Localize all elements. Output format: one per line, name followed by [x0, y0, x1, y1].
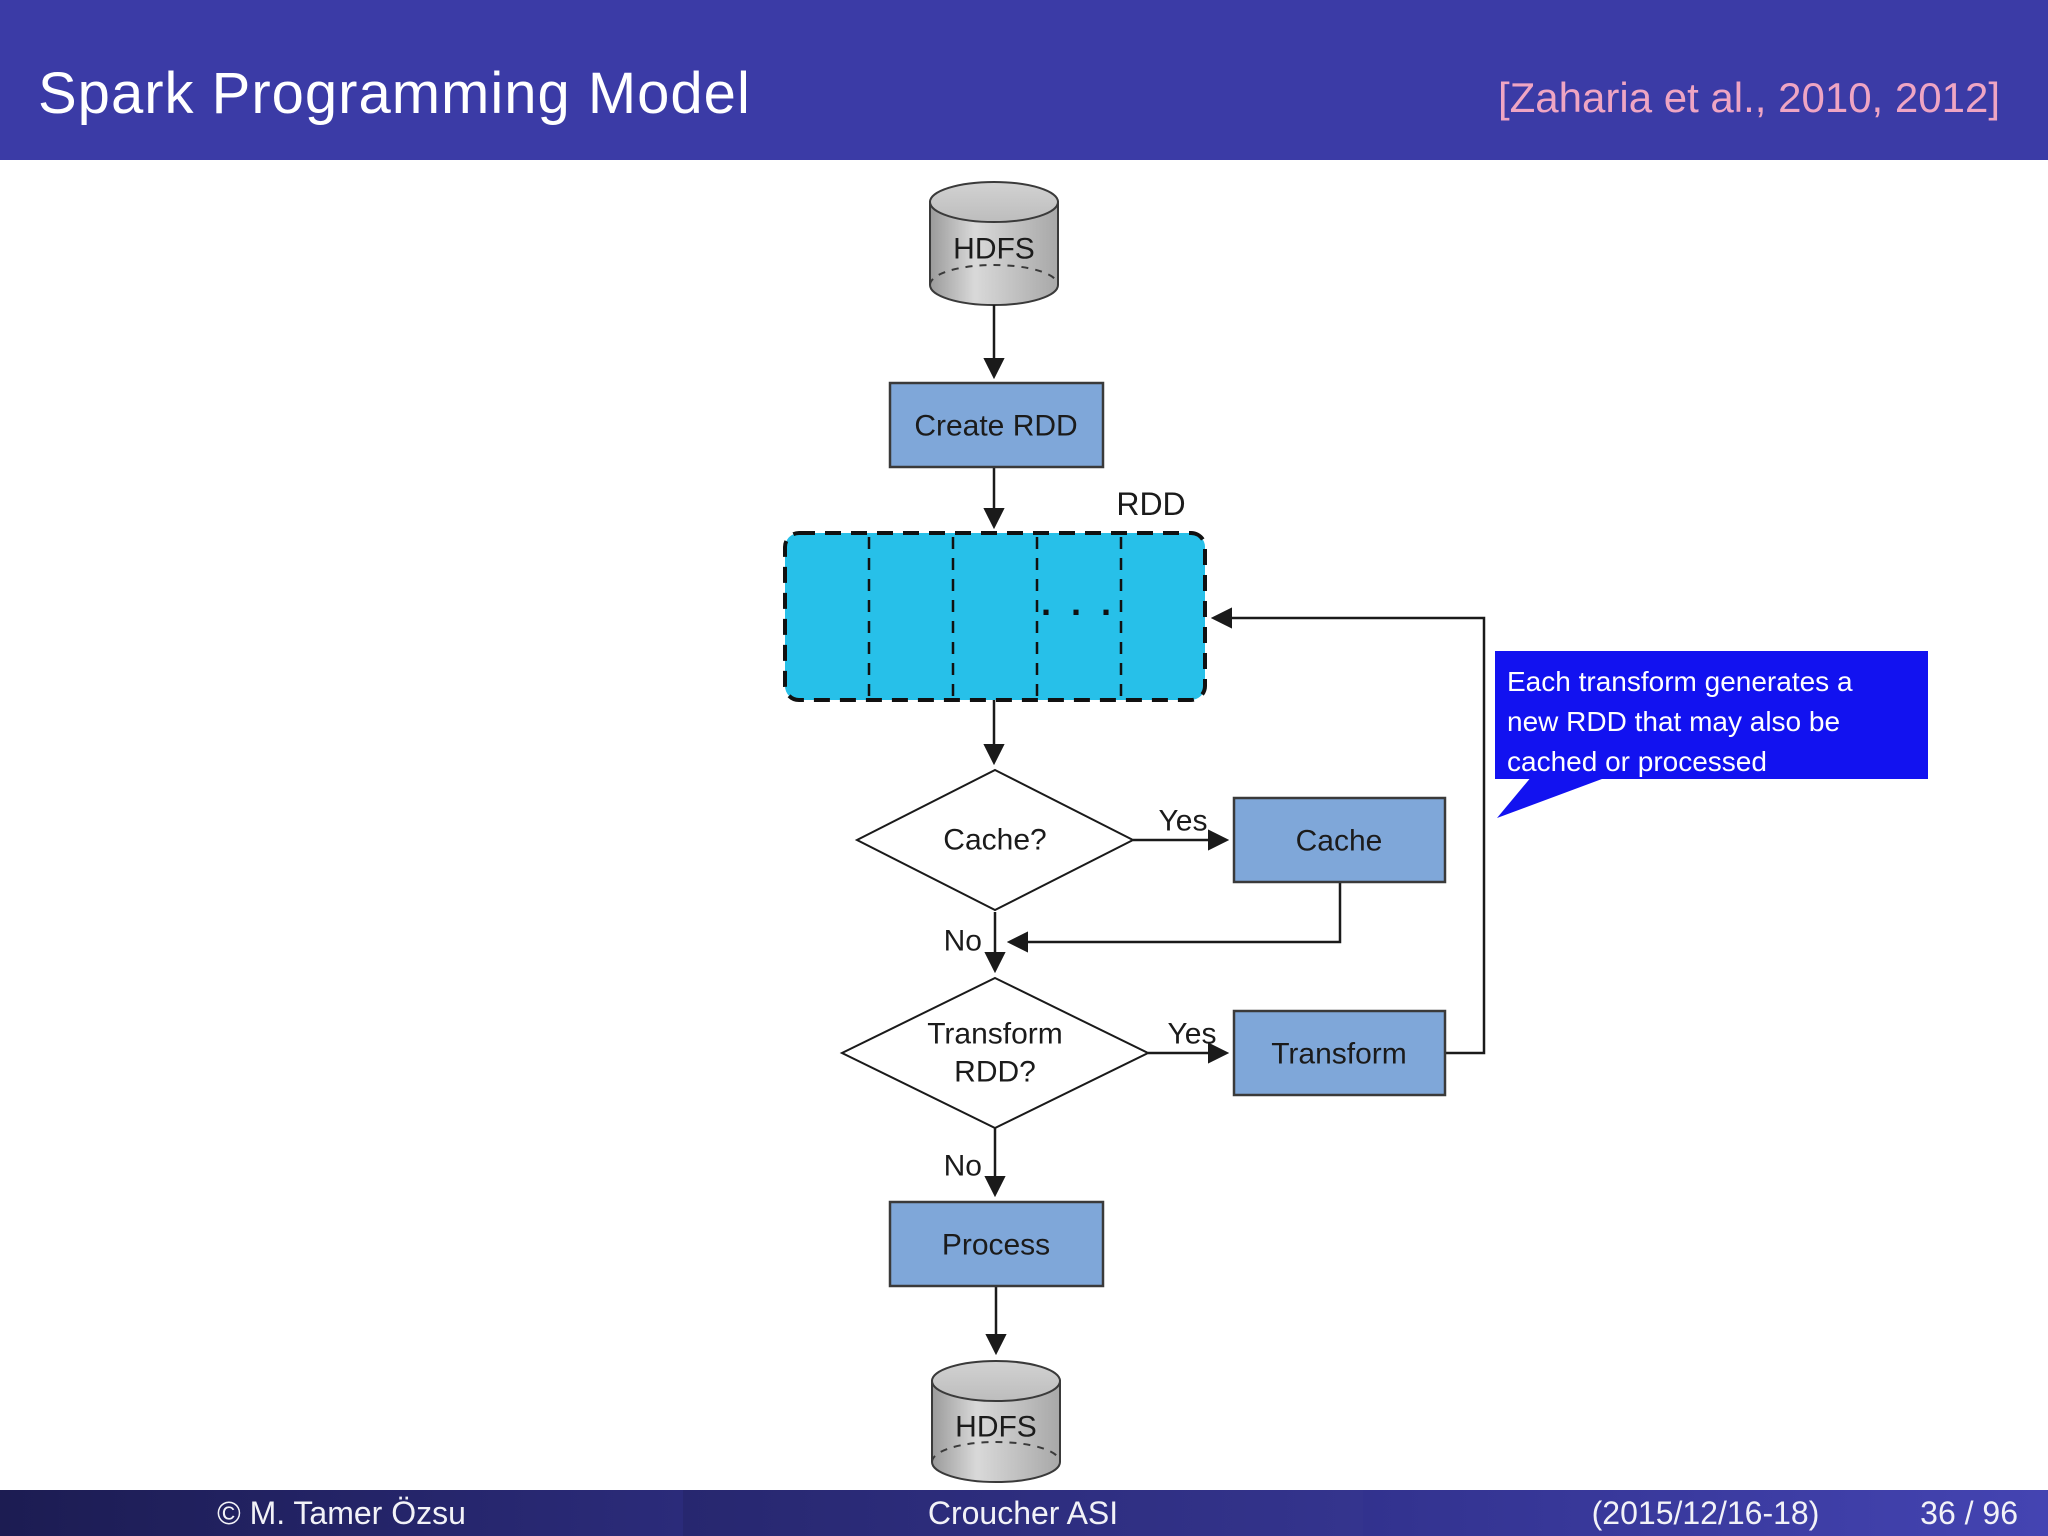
callout-text-line2: new RDD that may also be — [1507, 706, 1840, 737]
hdfs-bottom-label: HDFS — [955, 1411, 1037, 1444]
footer-date: (2015/12/16-18) — [1591, 1495, 1820, 1531]
hdfs-top-label: HDFS — [953, 233, 1035, 266]
footer-page-number: 36 / 96 — [1920, 1495, 2018, 1531]
cache-box — [1232, 796, 1447, 884]
rdd-ellipsis: · · · — [1041, 592, 1117, 633]
process-node: Process — [888, 1200, 1105, 1288]
callout-tail — [1497, 776, 1610, 818]
create-rdd-node: Create RDD — [888, 381, 1105, 469]
hdfs-sink-cylinder: HDFS — [931, 1360, 1061, 1483]
transform-decision-node: Transform RDD? — [839, 976, 1151, 1130]
arrow-transform-feedback-to-rdd — [1210, 607, 1486, 1055]
cache-decision-node: Cache? — [854, 768, 1136, 912]
cache-no-label: No — [944, 925, 982, 958]
citation-reference: [Zaharia et al., 2010, 2012] — [1497, 74, 2000, 121]
process-box — [888, 1200, 1105, 1288]
cylinder-top — [931, 1360, 1061, 1402]
cylinder-top — [929, 181, 1059, 223]
transform-decision-diamond — [839, 976, 1151, 1130]
create-rdd-label: Create RDD — [914, 410, 1077, 443]
cache-decision-label: Cache? — [943, 824, 1046, 857]
transform-node: Transform — [1232, 1009, 1447, 1097]
slide-footer: © M. Tamer Özsu Croucher ASI (2015/12/16… — [0, 1490, 2048, 1536]
process-box-label: Process — [942, 1229, 1050, 1262]
cylinder-hidden-edge — [931, 1441, 1061, 1463]
transform-box-label: Transform — [1271, 1038, 1407, 1071]
rdd-partitions-node: · · · — [783, 531, 1207, 702]
rdd-caption: RDD — [1116, 486, 1185, 522]
cache-box-label: Cache — [1296, 825, 1383, 858]
cylinder-hidden-edge — [929, 264, 1059, 286]
transform-no-label: No — [944, 1150, 982, 1183]
cache-node: Cache — [1232, 796, 1447, 884]
transform-decision-label-line2: RDD? — [954, 1056, 1036, 1089]
footer-venue: Croucher ASI — [683, 1490, 1363, 1536]
callout-text-line1: Each transform generates a — [1507, 666, 1853, 697]
footer-date-segment: (2015/12/16-18) 36 / 96 — [1363, 1490, 2048, 1536]
callout-text-line3: cached or processed — [1507, 746, 1767, 777]
cylinder-body — [931, 1380, 1061, 1483]
rdd-rect — [783, 531, 1207, 702]
transform-yes-label: Yes — [1168, 1018, 1217, 1051]
transform-box — [1232, 1009, 1447, 1097]
cache-yes-label: Yes — [1159, 805, 1208, 838]
arrow-cache-return — [1006, 882, 1342, 953]
callout-box — [1495, 651, 1928, 779]
slide-title: Spark Programming Model — [38, 61, 751, 126]
transform-decision-label-line1: Transform — [927, 1018, 1063, 1051]
create-rdd-box — [888, 381, 1105, 469]
hdfs-source-cylinder: HDFS — [929, 181, 1059, 306]
slide-header: Spark Programming Model [Zaharia et al.,… — [0, 0, 2048, 160]
footer-author: © M. Tamer Özsu — [0, 1490, 683, 1536]
cache-decision-diamond — [854, 768, 1136, 912]
cylinder-body — [929, 201, 1059, 306]
transform-callout: Each transform generates a new RDD that … — [1495, 651, 1928, 818]
